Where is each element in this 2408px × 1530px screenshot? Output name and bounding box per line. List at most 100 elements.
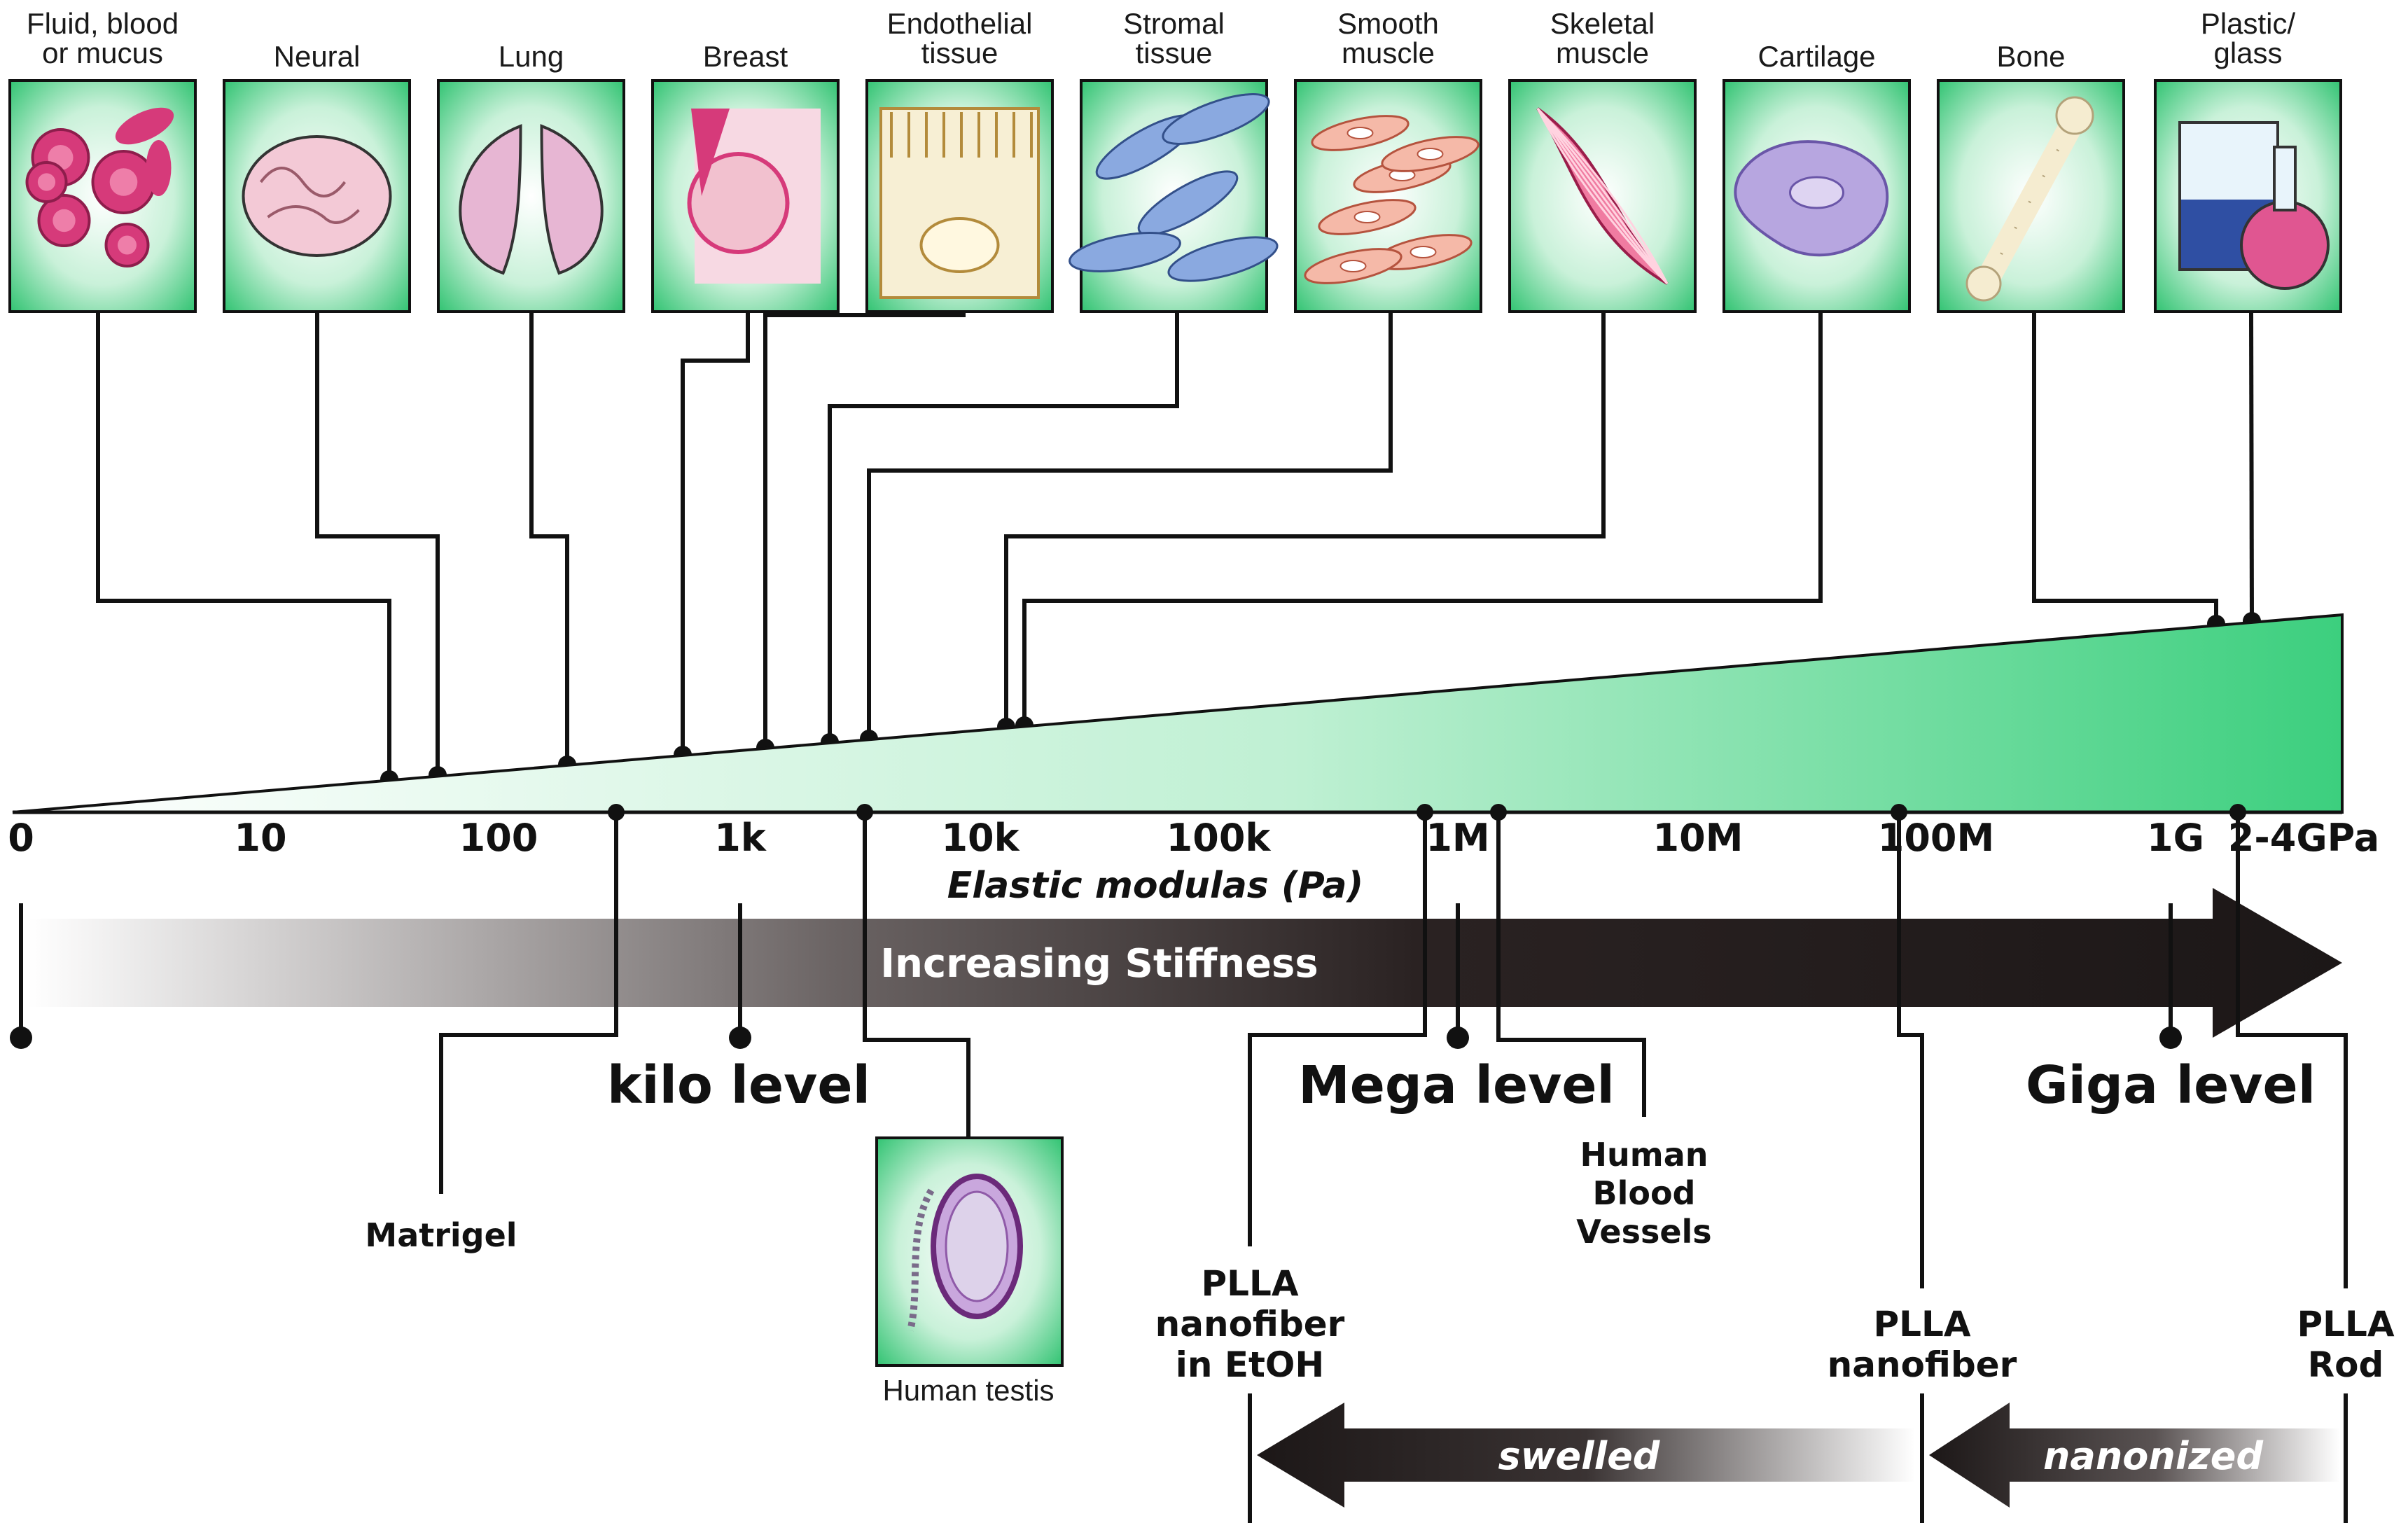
axis-tick-label: 1k bbox=[714, 816, 767, 860]
stiffness-wedge bbox=[12, 613, 2344, 814]
svg-text:PLLA: PLLA bbox=[1873, 1304, 1970, 1344]
mega-level-label: Mega level bbox=[1298, 1055, 1615, 1115]
tissue-connector-line bbox=[1004, 312, 1606, 727]
axis-point-marker bbox=[2159, 1027, 2182, 1049]
tissue-label: Fluid, blood bbox=[27, 7, 179, 40]
increasing-stiffness-arrow bbox=[28, 888, 2342, 1038]
axis-point-marker bbox=[1417, 804, 1433, 821]
axis-tick-label: 1M bbox=[1426, 816, 1489, 860]
tissue-label: Plastic/ bbox=[2201, 7, 2296, 40]
lungs-icon bbox=[459, 124, 604, 275]
tissue-label: or mucus bbox=[42, 36, 163, 69]
tissue-label: glass bbox=[2213, 36, 2282, 69]
axis-tick-label: 0 bbox=[8, 816, 34, 860]
endothelial-cell-icon bbox=[879, 107, 1040, 299]
axis-tick-label: 100 bbox=[459, 816, 538, 860]
tissue-label: tissue bbox=[921, 36, 998, 69]
tissue-label: muscle bbox=[1556, 36, 1649, 69]
human-testis-caption: Human testis bbox=[882, 1374, 1054, 1407]
tissue-tile: Breast bbox=[651, 40, 840, 313]
human-testis-tile bbox=[875, 1136, 1064, 1367]
tissue-connector-line bbox=[2032, 312, 2218, 624]
tissue-label: Breast bbox=[703, 40, 788, 73]
bone-icon bbox=[1965, 96, 2094, 302]
material-connector-line bbox=[863, 812, 970, 1138]
swelled-label: swelled bbox=[1498, 1434, 1661, 1478]
tissue-connector-line bbox=[681, 312, 750, 755]
nanonized-arrow bbox=[1929, 1403, 2340, 1508]
nanonized-label: nanonized bbox=[2043, 1434, 2264, 1478]
plla-etoh-label: PLLA nanofiber in EtOH bbox=[1155, 1263, 1345, 1385]
tissue-label: Neural bbox=[274, 40, 361, 73]
brain-icon bbox=[242, 135, 392, 257]
kilo-level-label: kilo level bbox=[607, 1055, 870, 1115]
tissue-tile: Cartilage bbox=[1723, 40, 1911, 313]
tissue-label: Stromal bbox=[1123, 7, 1225, 40]
axis-point-marker bbox=[729, 1027, 751, 1049]
svg-text:PLLA: PLLA bbox=[1201, 1263, 1298, 1304]
axis-tick-label: 100k bbox=[1167, 816, 1272, 860]
tissue-label: Lung bbox=[499, 40, 564, 73]
tissue-tile: Lung bbox=[437, 40, 625, 313]
axis-tick-label: 100M bbox=[1878, 816, 1994, 860]
tissue-connector-line bbox=[1022, 312, 1823, 725]
tissue-label: Bone bbox=[1996, 40, 2065, 73]
stromal-cells-icon bbox=[1069, 93, 1279, 282]
tissue-label: muscle bbox=[1342, 36, 1435, 69]
tissue-connector-line bbox=[96, 312, 391, 779]
svg-text:Vessels: Vessels bbox=[1576, 1213, 1711, 1251]
increasing-stiffness-label: Increasing Stiffness bbox=[880, 941, 1318, 987]
axis-tick-label: 10k bbox=[941, 816, 1019, 860]
axis-ticks: 0 10 100 1k 10k 100k 1M 10M 100M 1G 2-4GPa bbox=[8, 816, 2379, 860]
tissue-connector-line bbox=[763, 312, 966, 748]
material-connectors bbox=[10, 804, 2348, 1288]
tissue-connector-line bbox=[2249, 311, 2254, 622]
tissue-label: tissue bbox=[1136, 36, 1213, 69]
tissue-connector-line bbox=[828, 312, 1179, 742]
swelled-arrow bbox=[1257, 1403, 1915, 1508]
testis-icon bbox=[907, 1174, 1023, 1332]
axis-point-marker bbox=[1447, 1027, 1469, 1049]
tissue-connectors bbox=[96, 311, 2261, 788]
axis-tick-label: 1G bbox=[2147, 816, 2204, 860]
axis-point-marker bbox=[1490, 804, 1507, 821]
human-blood-vessels-label: Human Blood Vessels bbox=[1576, 1136, 1711, 1251]
axis-point-marker bbox=[1891, 804, 1907, 821]
plla-nanofiber-label: PLLA nanofiber bbox=[1828, 1304, 2017, 1385]
tissue-tile: Bone bbox=[1937, 40, 2125, 313]
tissue-connector-line bbox=[867, 312, 1393, 739]
glassware-icon bbox=[2178, 121, 2330, 290]
material-connector-line bbox=[1248, 812, 1427, 1246]
tissue-connector-line bbox=[529, 312, 569, 765]
tissue-label: Cartilage bbox=[1758, 40, 1875, 73]
tissue-label: Endothelial bbox=[887, 7, 1033, 40]
axis-point-marker bbox=[10, 1027, 32, 1049]
axis-tick-label: 10M bbox=[1653, 816, 1744, 860]
svg-text:Human: Human bbox=[1580, 1136, 1708, 1174]
smooth-muscle-icon bbox=[1304, 115, 1480, 284]
axis-tick-label: 2-4GPa bbox=[2228, 816, 2379, 860]
tissue-label: Skeletal bbox=[1550, 7, 1655, 40]
axis-point-marker bbox=[856, 804, 873, 821]
tissue-connector-line bbox=[315, 312, 440, 775]
svg-text:nanofiber: nanofiber bbox=[1155, 1304, 1345, 1344]
svg-text:Rod: Rod bbox=[2308, 1344, 2384, 1385]
svg-text:nanofiber: nanofiber bbox=[1828, 1344, 2017, 1385]
axis-title: Elastic modulas (Pa) bbox=[947, 865, 1364, 907]
tissue-tile: Plastic/glass bbox=[2154, 7, 2342, 313]
svg-text:in EtOH: in EtOH bbox=[1176, 1344, 1325, 1385]
material-connector-line bbox=[2236, 812, 2348, 1288]
cartilage-cell-icon bbox=[1734, 140, 1889, 257]
breast-icon bbox=[687, 109, 821, 284]
axis-tick-label: 10 bbox=[234, 816, 286, 860]
blood-cells-icon bbox=[25, 107, 174, 267]
giga-level-label: Giga level bbox=[2026, 1055, 2316, 1115]
svg-text:PLLA: PLLA bbox=[2297, 1304, 2394, 1344]
axis-point-marker bbox=[2229, 804, 2246, 821]
matrigel-label: Matrigel bbox=[365, 1216, 517, 1254]
